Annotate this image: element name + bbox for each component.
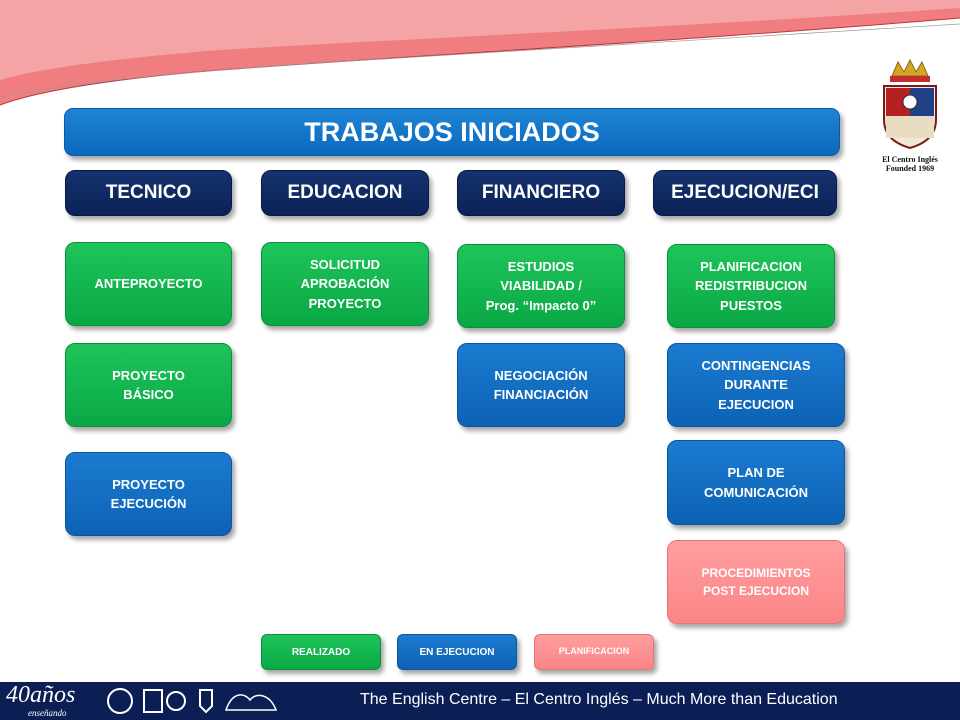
page-title: TRABAJOS INICIADOS [304,116,600,147]
crest-logo: El Centro Inglés Founded 1969 [870,58,950,178]
header-swoosh [0,0,960,106]
task-plan-comunicacion: PLAN DE COMUNICACIÓN [667,440,845,525]
task-solicitud-aprobacion: SOLICITUD APROBACIÓN PROYECTO [261,242,429,326]
legend-en-ejecucion: EN EJECUCION [397,634,517,670]
task-contingencias: CONTINGENCIAS DURANTE EJECUCION [667,343,845,427]
task-proyecto-ejecucion: PROYECTO EJECUCIÓN [65,452,232,536]
legend-realizado: REALIZADO [261,634,381,670]
task-estudios-viabilidad: ESTUDIOS VIABILIDAD / Prog. “Impacto 0” [457,244,625,328]
task-negociacion-financiacion: NEGOCIACIÓN FINANCIACIÓN [457,343,625,427]
task-anteproyecto: ANTEPROYECTO [65,242,232,326]
footer-tagline: The English Centre – El Centro Inglés – … [360,691,838,708]
page-title-bar: TRABAJOS INICIADOS [64,108,840,156]
footer-badges-icon [107,688,278,714]
legend-planificacion: PLANIFICACION [534,634,654,670]
task-proyecto-basico: PROYECTO BÁSICO [65,343,232,427]
column-header-tecnico: TECNICO [65,170,232,216]
column-header-financiero: FINANCIERO [457,170,625,216]
footer-bar: 40años enseñando The English Centre – El… [0,682,960,720]
column-header-ejecucion: EJECUCION/ECI [653,170,837,216]
crest-name: El Centro Inglés [882,155,938,164]
task-planificacion-redistribucion: PLANIFICACION REDISTRIBUCION PUESTOS [667,244,835,328]
crest-founded: Founded 1969 [885,164,935,173]
task-procedimientos-post: PROCEDIMIENTOS POST EJECUCION [667,540,845,624]
column-header-educacion: EDUCACION [261,170,429,216]
footer-logo-40-anos: 40años enseñando [6,682,76,718]
crest-shield-icon [883,58,937,150]
